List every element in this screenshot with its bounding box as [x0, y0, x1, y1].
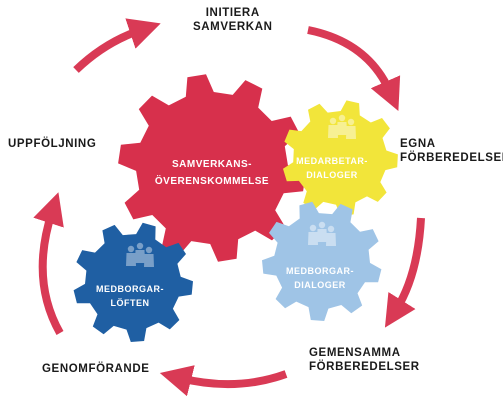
step-genomforande: GENOMFÖRANDE [42, 363, 150, 375]
step-gemensamma-forberedelser: GEMENSAMMA FÖRBEREDELSER [309, 346, 420, 374]
light-blue-gear-label-line2: DIALOGER [294, 280, 346, 290]
medborgarloften-gear [73, 222, 193, 342]
main-gear-label-line2: ÖVERENSKOMMELSE [155, 174, 269, 187]
dark-blue-gear-label-line1: MEDBORGAR- [96, 284, 164, 294]
light-blue-gear-label-line1: MEDBORGAR- [286, 266, 354, 276]
step-initiera-samverkan: INITIERA SAMVERKAN [193, 6, 273, 34]
arrow-to-genomforande [159, 365, 288, 397]
step-initiera-line1: INITIERA [205, 7, 260, 19]
yellow-gear-label-line2: DIALOGER [306, 170, 358, 180]
arrow-to-uppfoljning [33, 192, 64, 335]
step-egna-line1: EGNA [400, 138, 436, 150]
step-egna-forberedelser: EGNA FÖRBEREDELSER [400, 137, 503, 165]
medborgardialoger-gear [262, 201, 382, 321]
step-egna-line2: FÖRBEREDELSER [400, 152, 503, 164]
yellow-gear-label-line1: MEDARBETAR- [296, 156, 368, 166]
step-uppfoljning: UPPFÖLJNING [8, 138, 97, 150]
arrow-to-egna [307, 26, 401, 112]
arrow-to-initiera [73, 18, 161, 73]
samverkansoverenskommelse-gear [118, 74, 306, 262]
arrow-to-gemensamma [384, 217, 425, 328]
step-initiera-line2: SAMVERKAN [193, 21, 273, 33]
dark-blue-gear-label-line2: LÖFTEN [111, 298, 150, 308]
medarbetardialoger-gear [283, 100, 398, 216]
step-gemensamma-line1: GEMENSAMMA [309, 347, 401, 359]
step-gemensamma-line2: FÖRBEREDELSER [309, 361, 420, 373]
main-gear-label-line1: SAMVERKANS- [172, 159, 252, 170]
